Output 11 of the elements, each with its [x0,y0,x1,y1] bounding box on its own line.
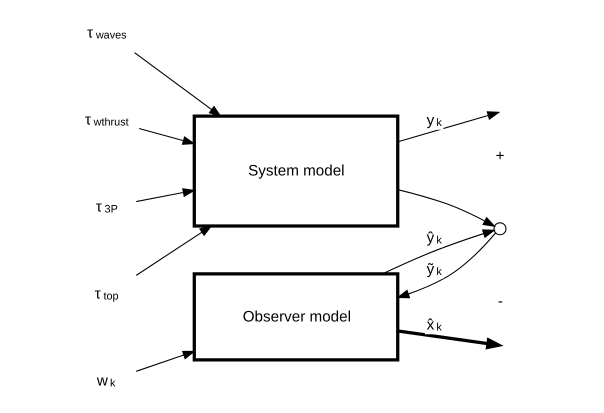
node-text: τwaves [87,24,127,42]
edge-label: x̂k [426,316,442,334]
label: + [496,146,505,164]
node-text: τ3P [96,198,118,216]
node-text: τwthrust [84,111,129,128]
edge-label: yk [426,112,442,129]
node-text: τtop [94,285,119,302]
edge-label: ỹk [426,260,442,278]
node-text: wk [96,372,116,390]
edge-label: ŷk [426,229,442,246]
label: - [498,292,503,310]
